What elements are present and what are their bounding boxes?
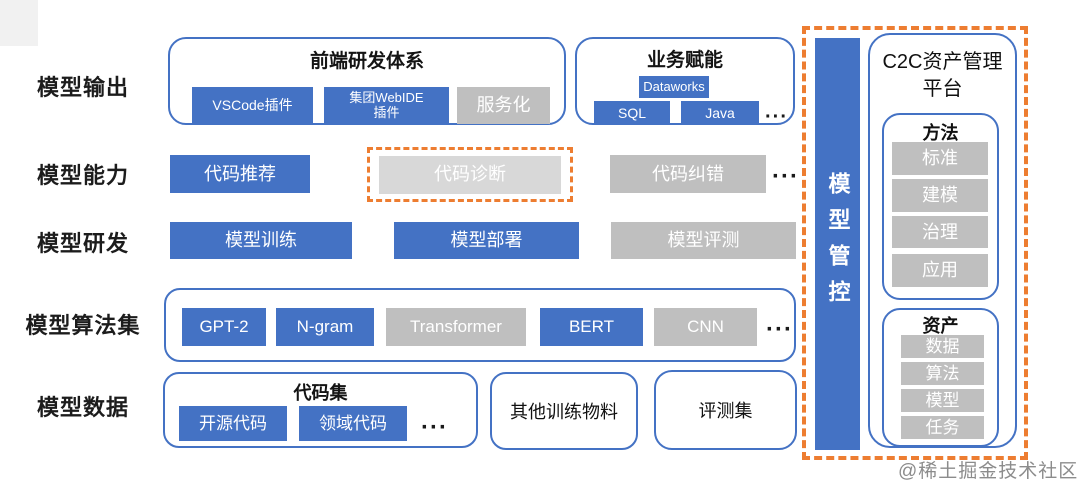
method-box: 方法 标准 建模 治理 应用: [882, 113, 999, 300]
chip-domain-code: 领域代码: [299, 406, 407, 441]
highlight-dashed-box: 代码诊断: [367, 147, 573, 202]
ellipsis-capability: ···: [772, 163, 799, 190]
row-label-model-data: 模型数据: [36, 395, 129, 420]
business-enable-box: 业务赋能 Dataworks SQL Java ···: [575, 37, 795, 128]
chip-algorithm: 算法: [901, 362, 984, 385]
chip-governance: 治理: [892, 216, 988, 248]
chip-application: 应用: [892, 254, 988, 287]
codeset-box: 代码集 开源代码 领域代码 ···: [163, 372, 478, 448]
chip-code-diagnose: 代码诊断: [379, 155, 561, 194]
chip-transformer: Transformer: [386, 308, 526, 346]
model-governance-bar: 模型管控: [815, 38, 860, 450]
chip-data: 数据: [901, 335, 984, 358]
chip-task: 任务: [901, 416, 984, 439]
chip-bert: BERT: [540, 308, 643, 346]
chip-code-recommend: 代码推荐: [170, 155, 310, 193]
model-governance-label: 模型管控: [825, 172, 851, 316]
governance-dashed-region: [802, 26, 1028, 460]
algorithms-box: GPT-2 N-gram Transformer BERT CNN ···: [164, 288, 796, 362]
codeset-title: 代码集: [293, 383, 348, 403]
chip-sql: SQL: [594, 101, 670, 125]
corner-artifact: [0, 0, 38, 46]
chip-vscode-plugin: VSCode插件: [192, 87, 313, 124]
frontend-dev-box: 前端研发体系 VSCode插件 集团WebIDE 插件 服务化: [168, 37, 566, 125]
chip-standard: 标准: [892, 142, 988, 175]
row-label-model-rnd: 模型研发: [36, 231, 129, 256]
chip-dataworks: Dataworks: [639, 76, 709, 98]
chip-model-train: 模型训练: [170, 222, 352, 259]
row-label-model-algorithms: 模型算法集: [25, 313, 141, 338]
asset-title: 资产: [922, 316, 959, 336]
row-label-model-capability: 模型能力: [36, 163, 129, 188]
c2c-platform-box: C2C资产管理 平台 方法 标准 建模 治理 应用 资产 数据 算法 模型 任务: [868, 33, 1017, 448]
chip-modeling: 建模: [892, 179, 988, 212]
business-enable-title: 业务赋能: [646, 50, 723, 71]
chip-cnn: CNN: [654, 308, 757, 346]
chip-model: 模型: [901, 389, 984, 412]
chip-open-source-code: 开源代码: [179, 406, 287, 441]
c2c-platform-title: C2C资产管理 平台: [882, 51, 1003, 100]
ellipsis-algorithms: ···: [766, 316, 793, 343]
other-training-label: 其他训练物料: [510, 402, 618, 422]
other-training-box: 其他训练物料: [490, 372, 638, 450]
chip-model-eval: 模型评测: [611, 222, 796, 259]
chip-gpt2: GPT-2: [182, 308, 266, 346]
frontend-dev-title: 前端研发体系: [309, 51, 424, 72]
chip-webide-plugin: 集团WebIDE 插件: [324, 87, 449, 124]
ellipsis-codeset: ···: [421, 414, 448, 441]
ellipsis-business: ···: [765, 106, 788, 128]
eval-set-label: 评测集: [698, 401, 753, 421]
chip-code-correct: 代码纠错: [610, 155, 766, 193]
chip-ngram: N-gram: [276, 308, 374, 346]
row-label-model-output: 模型输出: [36, 75, 129, 100]
chip-model-deploy: 模型部署: [394, 222, 579, 259]
chip-servicify: 服务化: [457, 87, 550, 124]
watermark: @稀土掘金技术社区: [898, 461, 1079, 482]
asset-box: 资产 数据 算法 模型 任务: [882, 308, 999, 447]
chip-java: Java: [681, 101, 759, 125]
eval-set-box: 评测集: [654, 370, 797, 450]
method-title: 方法: [922, 123, 959, 143]
